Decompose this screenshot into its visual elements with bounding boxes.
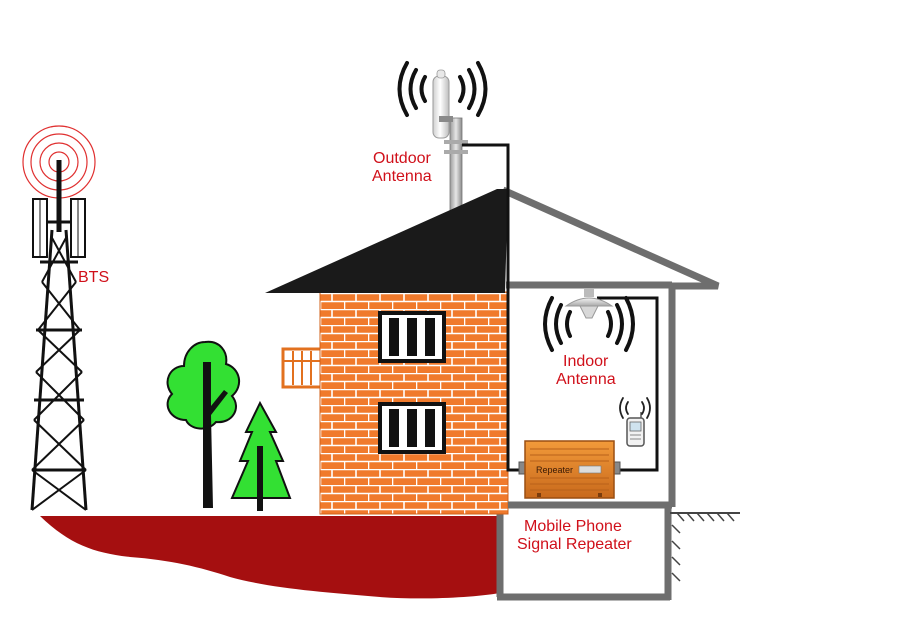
basement [496,505,672,601]
bts-tower-icon [22,125,96,511]
label-indoor-antenna-line2: Antenna [556,371,616,388]
outdoor-antenna-icon [432,69,468,215]
label-repeater-line1: Mobile Phone [524,518,622,535]
balcony-icon [281,347,323,389]
mobile-phone-icon [626,412,645,447]
ground-hatch [670,512,740,582]
window-icon [378,402,446,454]
roof [265,189,508,293]
label-outdoor-antenna-line1: Outdoor [373,150,431,167]
indoor-ceiling-antenna-icon [564,289,614,319]
signal-waves-icon [543,296,635,352]
signal-waves-icon [397,61,488,117]
tree-icon [166,340,241,508]
repeater-device-text: Repeater [536,465,573,475]
label-repeater-line2: Signal Repeater [517,536,632,553]
label-indoor-antenna-line1: Indoor [563,353,609,370]
pine-tree-icon [230,400,292,511]
label-outdoor-antenna-line2: Antenna [372,168,432,185]
house-outline [501,186,720,509]
ground [40,516,500,599]
repeater-device-icon [518,440,621,499]
label-bts: BTS [78,269,109,286]
window-icon [378,311,446,363]
signal-waves-icon [619,397,651,419]
